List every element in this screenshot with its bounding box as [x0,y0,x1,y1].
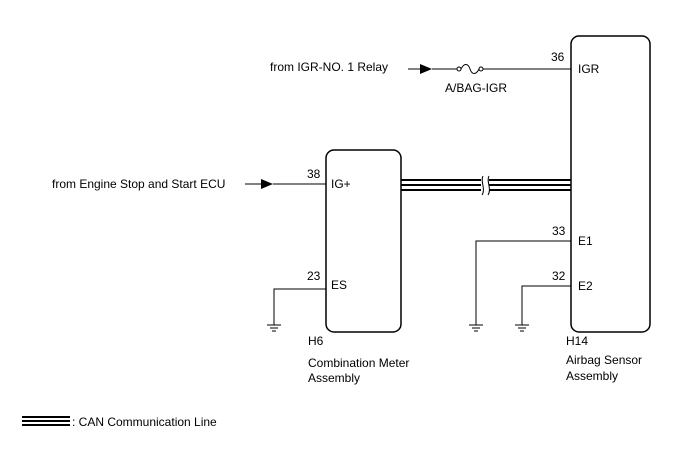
engine-ecu-arrow-icon [261,179,273,189]
pin-name-es: ES [331,278,347,292]
combination-meter-code: H6 [308,334,324,348]
e1-ground-wire [475,240,571,325]
can-communication-line [401,175,571,196]
pin-number-33: 33 [552,224,566,238]
pin-number-38: 38 [307,167,321,181]
es-ground-wire [273,288,326,325]
ground-icon [515,324,529,332]
ground-icon [469,324,483,332]
airbag-sensor-code: H14 [566,334,588,348]
source-label-engine-ecu: from Engine Stop and Start ECU [52,177,225,191]
pin-name-e1: E1 [578,234,593,248]
airbag-sensor-name-line1: Airbag Sensor [566,353,642,367]
pin-name-ig-plus: IG+ [331,177,351,191]
e2-ground-wire [521,285,571,325]
legend-can-line-symbol [22,416,70,426]
source-label-igr-relay: from IGR-NO. 1 Relay [270,60,388,74]
ground-icon [267,324,281,332]
combination-meter-name-line1: Combination Meter [308,356,409,370]
igr-arrow-icon [420,64,432,74]
pin-number-23: 23 [307,269,321,283]
combination-meter-assembly-box [325,149,402,333]
combination-meter-name-line2: Assembly [308,371,360,385]
pin-number-36: 36 [551,50,565,64]
fuse-icon [456,64,484,74]
pin-number-32: 32 [552,269,566,283]
pin-name-igr: IGR [578,62,600,76]
airbag-sensor-name-line2: Assembly [566,369,618,383]
pin-name-e2: E2 [578,279,593,293]
fuse-label: A/BAG-IGR [445,81,507,95]
legend-can-line-label: : CAN Communication Line [72,415,217,429]
